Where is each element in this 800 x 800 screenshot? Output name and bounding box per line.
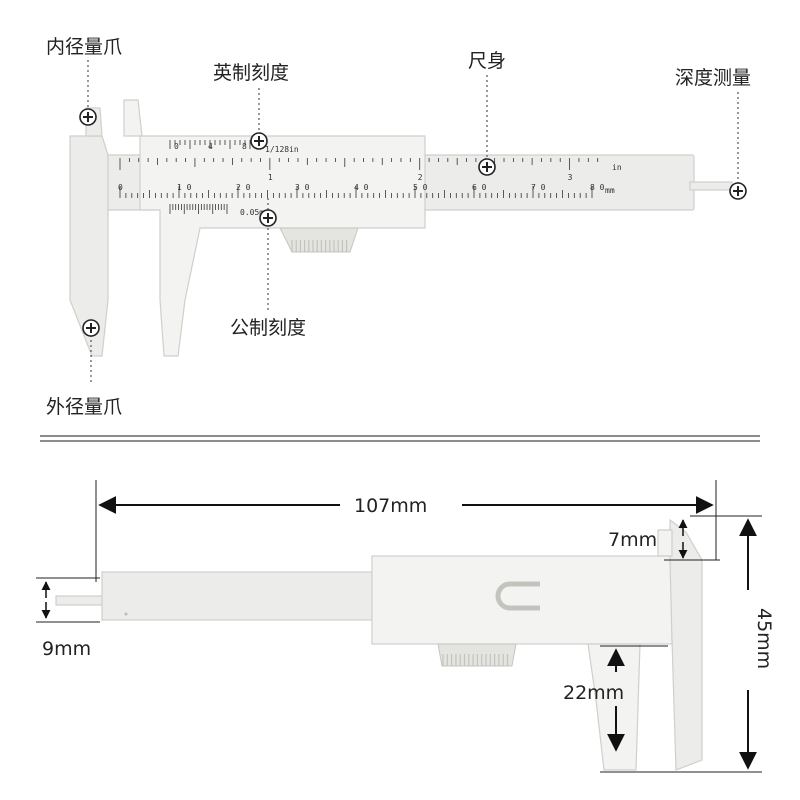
thumb-wheel-teeth [291,240,348,252]
mm-number: 3 0 [295,183,310,192]
callout-marker [79,108,97,126]
vernier-ticks [169,140,251,214]
outer-jaw-label: 外径量爪 [46,396,122,418]
mm-scale-numbers: 0 1 0 2 0 3 0 4 0 5 0 6 0 7 0 8 0 [118,183,605,192]
top-caliper-view: in mm 1/128in 0.05mm 0 1 0 2 0 3 0 4 0 5 0 6 0… [46,36,751,418]
side-depth-rod [55,595,105,606]
callout-marker [259,209,277,227]
inch-scale-numbers: 1 2 3 [268,173,573,182]
fixed-outer-jaw [69,135,109,357]
vernier-inch-number: 8 [242,142,247,151]
main-body-label: 尺身 [468,50,506,72]
inch-number: 3 [568,173,573,182]
side-thumb-wheel-teeth [442,654,509,666]
dim-jaw-top: 7mm [608,529,657,551]
mm-number: 8 0 [590,183,605,192]
imperial-scale-label: 英制刻度 [213,62,289,84]
lock-slot [495,581,540,611]
callout-marker [82,319,100,337]
dim-total-length: 107mm [354,495,427,517]
dim-jaw-depth: 22mm [563,682,624,704]
mm-number: 5 0 [413,183,428,192]
mm-scale-ticks [119,186,593,198]
callout-marker [729,182,747,200]
mm-number: 7 0 [531,183,546,192]
side-sliding-jaw [587,643,641,771]
depth-rod [689,181,733,191]
vernier-inch-number: 0 [174,142,179,151]
vernier-mm-label: 0.05mm [240,208,269,217]
callout-marker [250,132,268,150]
depth-gauge-label: 深度测量 [675,67,751,89]
bottom-caliper-view: 107mm 45mm 7mm 9mm 22mm [36,480,775,773]
inch-scale-ticks [119,158,599,170]
dim-height: 45mm [753,608,775,669]
callout-markers [79,108,747,337]
mm-number: 6 0 [472,183,487,192]
inner-jaw-label: 内径量爪 [46,36,122,58]
inch-unit-label: in [612,163,622,172]
mm-number: 4 0 [354,183,369,192]
metric-scale-label: 公制刻度 [230,317,306,339]
side-upper-jaw-tip [657,529,673,557]
inch-number: 1 [268,173,273,182]
mm-unit-label: mm [605,186,615,195]
vernier-slider [139,135,426,357]
callout-marker [478,158,496,176]
sliding-inner-jaw [123,99,143,137]
mm-number: 2 0 [236,183,251,192]
beam-dot [124,612,128,616]
vernier-inch-number: 4 [208,142,213,151]
vernier-inch-numbers: 0 4 8 [174,142,247,151]
mm-number: 1 0 [177,183,192,192]
side-slider [371,555,673,645]
dim-beam-height: 9mm [42,638,91,660]
vernier-inch-label: 1/128in [265,145,299,154]
mm-number: 0 [118,183,123,192]
side-fixed-jaw [669,518,703,771]
inch-number: 2 [418,173,423,182]
